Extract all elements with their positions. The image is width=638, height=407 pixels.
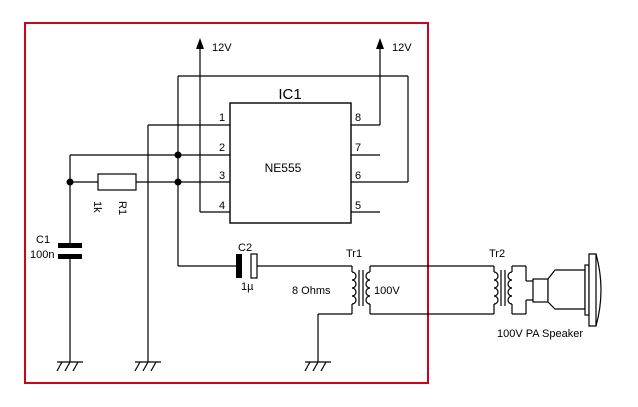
resistor-value-label: 1k	[91, 201, 103, 213]
capacitor-c2	[236, 253, 258, 279]
junction-dot	[174, 151, 182, 159]
tr1-name-label: Tr1	[346, 248, 362, 260]
speaker-label: 100V PA Speaker	[497, 328, 583, 340]
trigger-wires	[69, 154, 200, 245]
ic-pin-stubs	[200, 124, 380, 213]
c1-value-label: 100n	[30, 249, 54, 261]
supply-left	[196, 38, 204, 212]
c1-name-label: C1	[36, 234, 50, 246]
tr1-secondary-label: 100V	[374, 285, 400, 297]
pin-6-label: 6	[355, 170, 361, 182]
ground-icon	[304, 361, 331, 372]
pin-2-label: 2	[219, 142, 225, 154]
junction-dot	[66, 178, 74, 186]
pin1-ground-wire	[147, 124, 200, 362]
resistor-name-label: R1	[116, 201, 128, 215]
ic-body	[229, 102, 352, 224]
output-wire	[178, 265, 353, 272]
supply-right-label: 12V	[392, 42, 412, 54]
c2-value-label: 1µ	[241, 281, 254, 293]
tr1-primary-label: 8 Ohms	[292, 285, 331, 297]
ground-icon	[134, 361, 161, 372]
pin-5-label: 5	[355, 200, 361, 212]
supply-right	[376, 38, 384, 125]
transformer-tr1	[317, 265, 494, 362]
pin6-feedback-wire	[177, 75, 409, 266]
ground-icon	[56, 361, 83, 372]
pin-1-label: 1	[219, 112, 225, 124]
capacitor-c1	[58, 243, 82, 362]
tr2-name-label: Tr2	[489, 248, 505, 260]
transformer-tr2	[493, 265, 533, 315]
resistor-r1	[97, 173, 137, 191]
pin-7-label: 7	[355, 142, 361, 154]
pin-8-label: 8	[355, 112, 361, 124]
ic-name-label: IC1	[278, 86, 301, 103]
speaker-icon	[532, 253, 602, 327]
module-frame	[24, 22, 429, 384]
pin-3-label: 3	[219, 170, 225, 182]
pin-4-label: 4	[219, 200, 225, 212]
junction-dot	[174, 178, 182, 186]
ic-part-label: NE555	[265, 161, 302, 175]
supply-left-label: 12V	[212, 42, 232, 54]
c2-name-label: C2	[238, 242, 252, 254]
